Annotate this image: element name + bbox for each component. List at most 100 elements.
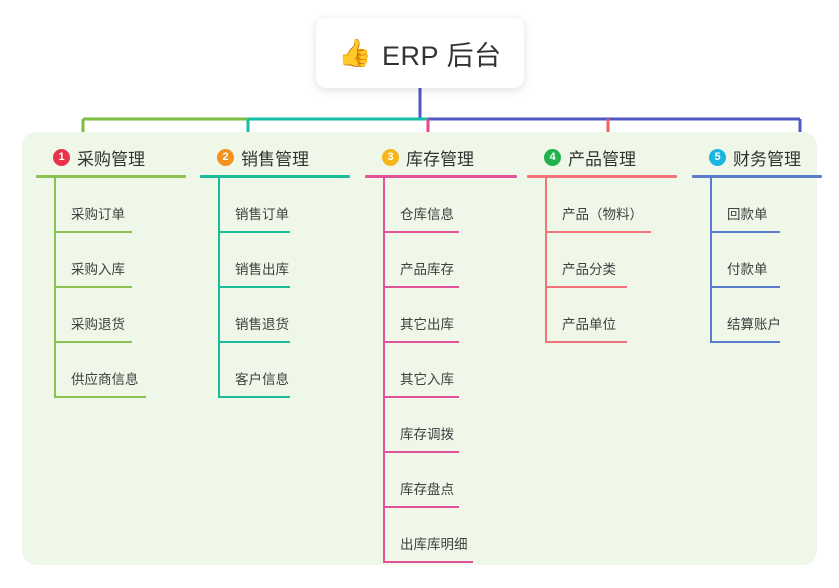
leaf-item[interactable]: 产品单位 (527, 288, 677, 343)
leaf-item-rule (545, 341, 627, 343)
leaf-item-label: 仓库信息 (400, 207, 454, 222)
root-node-card[interactable]: 👍 ERP 后台 (316, 18, 524, 88)
leaf-item-rule (710, 286, 780, 288)
leaf-item-rule (710, 341, 780, 343)
leaf-item-rule (545, 231, 651, 233)
column-header[interactable]: 2 销售管理 (200, 145, 350, 169)
leaf-item[interactable]: 采购入库 (36, 233, 186, 288)
leaf-item-label: 回款单 (727, 207, 768, 222)
column-header-rule (527, 175, 677, 178)
leaf-item-label: 产品（物料） (562, 207, 643, 222)
leaf-item-rule (383, 396, 459, 398)
leaf-item-rule (383, 286, 459, 288)
root-node-label: ERP 后台 (382, 40, 502, 71)
column-title: 销售管理 (241, 149, 309, 169)
leaf-item-label: 结算账户 (727, 317, 781, 332)
leaf-item[interactable]: 库存调拨 (365, 398, 517, 453)
column-spine (710, 178, 712, 343)
leaf-item[interactable]: 回款单 (692, 178, 822, 233)
leaf-item[interactable]: 采购订单 (36, 178, 186, 233)
leaf-item-rule (383, 506, 459, 508)
column-库存管理: 3 库存管理仓库信息产品库存其它出库其它入库库存调拨库存盘点出库库明细 (365, 145, 517, 563)
leaf-item-rule (383, 231, 459, 233)
column-header[interactable]: 3 库存管理 (365, 145, 517, 169)
leaf-item-label: 销售出库 (235, 262, 289, 277)
leaf-item-label: 库存盘点 (400, 482, 454, 497)
column-items: 销售订单销售出库销售退货客户信息 (200, 178, 350, 398)
column-header-rule (365, 175, 517, 178)
column-财务管理: 5 财务管理回款单付款单结算账户 (692, 145, 822, 343)
column-items: 回款单付款单结算账户 (692, 178, 822, 343)
leaf-item[interactable]: 销售退货 (200, 288, 350, 343)
leaf-item-rule (218, 231, 290, 233)
leaf-item[interactable]: 产品分类 (527, 233, 677, 288)
leaf-item[interactable]: 仓库信息 (365, 178, 517, 233)
thumbs-up-icon: 👍 (338, 37, 373, 68)
column-items: 仓库信息产品库存其它出库其它入库库存调拨库存盘点出库库明细 (365, 178, 517, 563)
column-index-badge: 3 (382, 148, 399, 166)
leaf-item[interactable]: 其它出库 (365, 288, 517, 343)
leaf-item[interactable]: 付款单 (692, 233, 822, 288)
column-title: 库存管理 (406, 149, 474, 169)
column-spine (545, 178, 547, 343)
leaf-item-rule (54, 341, 132, 343)
column-header-rule (200, 175, 350, 178)
leaf-item[interactable]: 供应商信息 (36, 343, 186, 398)
leaf-item[interactable]: 出库库明细 (365, 508, 517, 563)
leaf-item-label: 出库库明细 (400, 537, 468, 552)
column-采购管理: 1 采购管理采购订单采购入库采购退货供应商信息 (36, 145, 186, 398)
leaf-item-rule (54, 396, 146, 398)
column-产品管理: 4 产品管理产品（物料） 产品分类产品单位 (527, 145, 677, 343)
column-index-badge: 1 (53, 148, 70, 166)
leaf-item-label: 产品分类 (562, 262, 616, 277)
leaf-item[interactable]: 客户信息 (200, 343, 350, 398)
leaf-item-label: 付款单 (727, 262, 768, 277)
leaf-item-rule (545, 286, 627, 288)
diagram-panel (22, 132, 817, 565)
leaf-item-rule (218, 341, 290, 343)
column-title: 财务管理 (733, 149, 801, 169)
column-index-badge: 5 (709, 148, 726, 166)
leaf-item-label: 其它出库 (400, 317, 454, 332)
leaf-item-rule (710, 231, 780, 233)
column-spine (383, 178, 385, 563)
column-items: 产品（物料） 产品分类产品单位 (527, 178, 677, 343)
column-header-rule (692, 175, 822, 178)
leaf-item-rule (383, 341, 459, 343)
column-header[interactable]: 5 财务管理 (692, 145, 822, 169)
column-title: 采购管理 (77, 149, 145, 169)
leaf-item[interactable]: 销售出库 (200, 233, 350, 288)
column-header[interactable]: 1 采购管理 (36, 145, 186, 169)
leaf-item-label: 库存调拨 (400, 427, 454, 442)
leaf-item[interactable]: 销售订单 (200, 178, 350, 233)
column-spine (218, 178, 220, 398)
column-index-badge: 2 (217, 148, 234, 166)
leaf-item-label: 其它入库 (400, 372, 454, 387)
leaf-item-label: 客户信息 (235, 372, 289, 387)
leaf-item[interactable]: 结算账户 (692, 288, 822, 343)
leaf-item-label: 采购入库 (71, 262, 125, 277)
leaf-item-label: 销售退货 (235, 317, 289, 332)
leaf-item-label: 销售订单 (235, 207, 289, 222)
column-销售管理: 2 销售管理销售订单销售出库销售退货客户信息 (200, 145, 350, 398)
leaf-item-label: 采购订单 (71, 207, 125, 222)
leaf-item[interactable]: 库存盘点 (365, 453, 517, 508)
column-items: 采购订单采购入库采购退货供应商信息 (36, 178, 186, 398)
leaf-item-rule (218, 286, 290, 288)
leaf-item-label: 产品库存 (400, 262, 454, 277)
leaf-item-label: 供应商信息 (71, 372, 139, 387)
leaf-item-rule (218, 396, 290, 398)
leaf-item-rule (54, 231, 132, 233)
leaf-item[interactable]: 采购退货 (36, 288, 186, 343)
column-title: 产品管理 (568, 149, 636, 169)
leaf-item-label: 采购退货 (71, 317, 125, 332)
column-header[interactable]: 4 产品管理 (527, 145, 677, 169)
leaf-item[interactable]: 产品库存 (365, 233, 517, 288)
leaf-item-rule (54, 286, 132, 288)
leaf-item-label: 产品单位 (562, 317, 616, 332)
column-index-badge: 4 (544, 148, 561, 166)
leaf-item-rule (383, 451, 459, 453)
column-spine (54, 178, 56, 398)
leaf-item[interactable]: 产品（物料） (527, 178, 677, 233)
leaf-item[interactable]: 其它入库 (365, 343, 517, 398)
